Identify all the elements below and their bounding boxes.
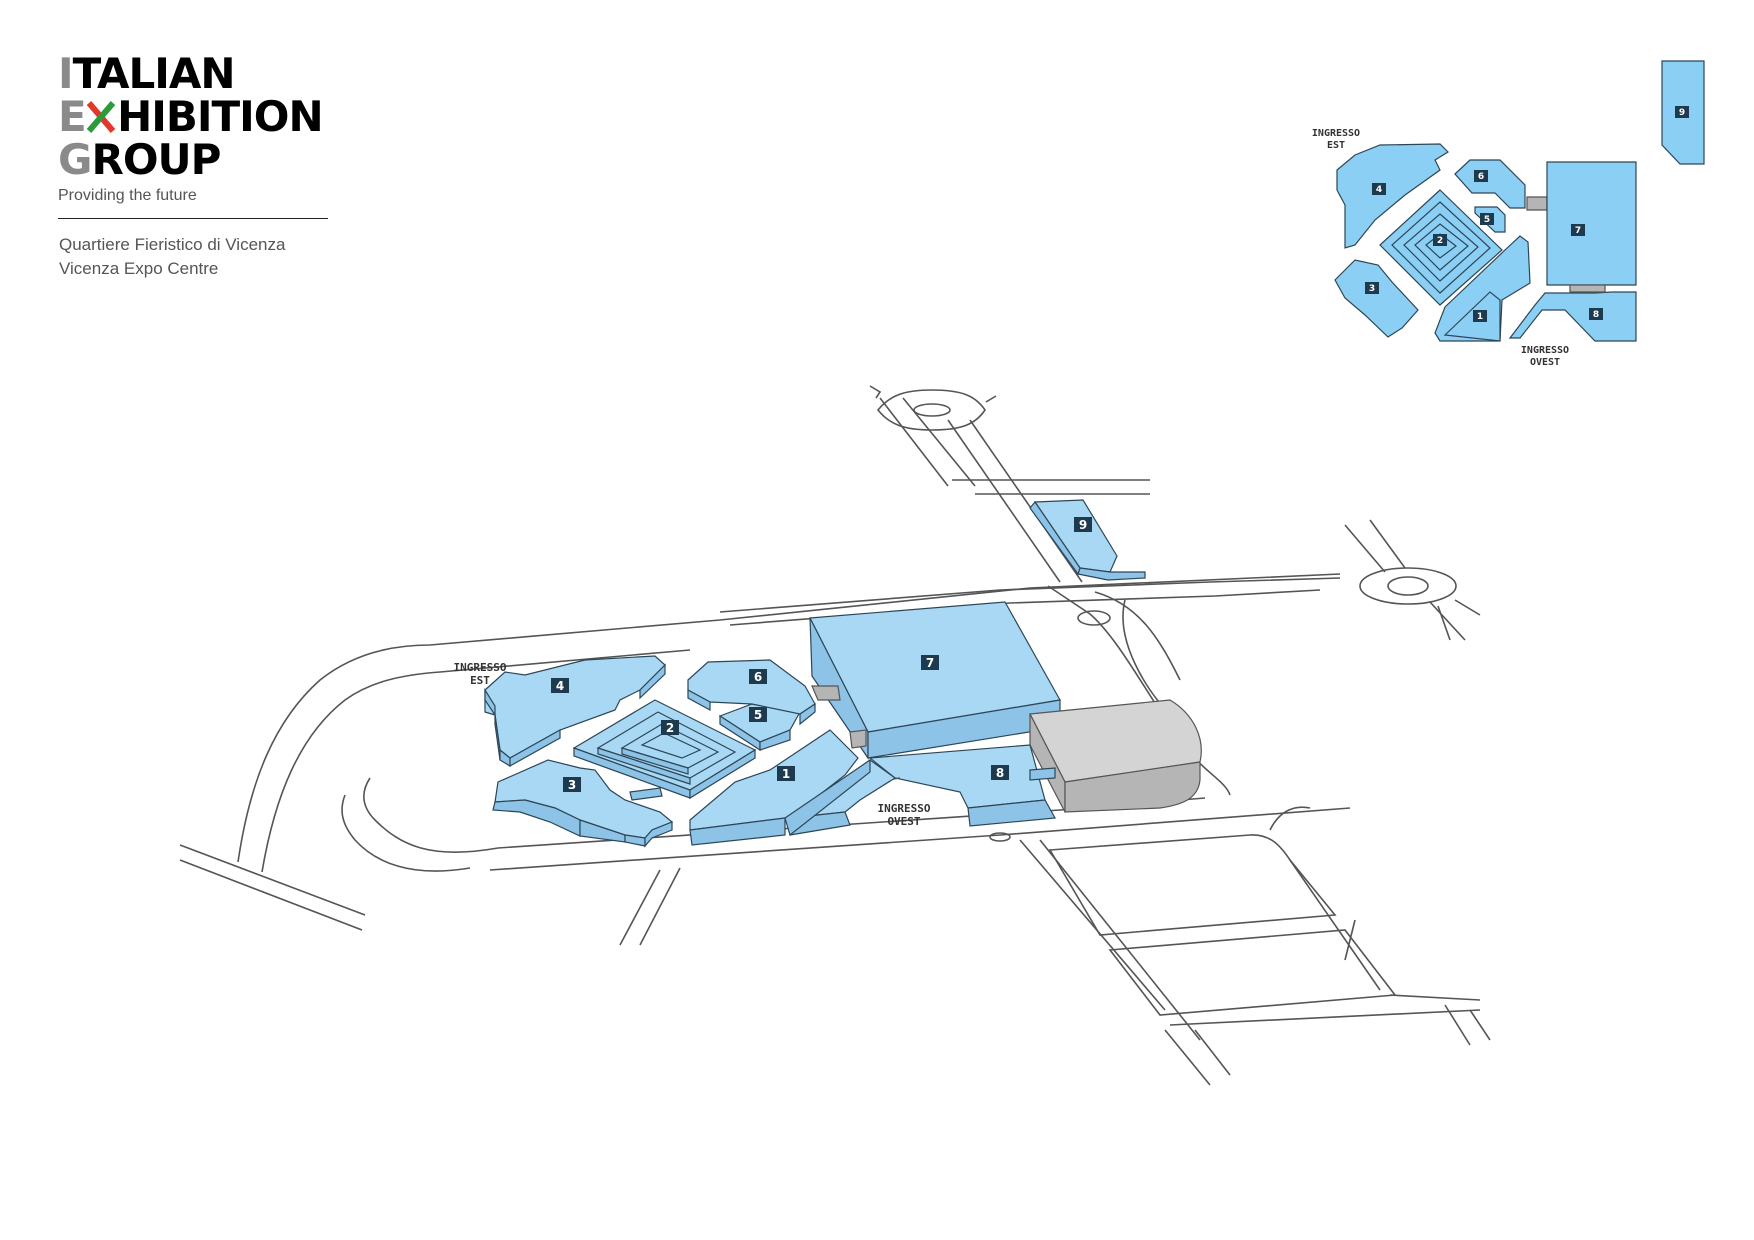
company-logo: ITALIAN EXHIBITION GROUP Providing the f… <box>58 52 358 205</box>
inset-hall-3[interactable]: 3 <box>1334 259 1419 338</box>
hall-5-label: 5 <box>754 708 762 722</box>
svg-text:4: 4 <box>1376 185 1382 195</box>
svg-text:INGRESSO: INGRESSO <box>1521 345 1569 356</box>
hall-6[interactable]: 6 <box>687 659 816 726</box>
entrance-west-line2: OVEST <box>887 815 920 828</box>
inset-connector <box>1526 196 1548 211</box>
inset-hall-2[interactable]: 2 <box>1379 189 1503 306</box>
logo-line-exhibition: EXHIBITION <box>58 92 324 141</box>
road-network <box>179 385 1491 1086</box>
inset-connector-8 <box>1569 284 1606 293</box>
svg-text:OVEST: OVEST <box>1530 357 1560 368</box>
entrance-east-label: INGRESSO EST <box>454 661 507 687</box>
hall-8[interactable]: 8 <box>868 744 1056 827</box>
svg-text:8: 8 <box>1593 310 1599 320</box>
hall-5[interactable]: 5 <box>718 703 801 752</box>
header-divider <box>58 218 328 219</box>
svg-text:EST: EST <box>1327 140 1345 151</box>
svg-text:6: 6 <box>1478 172 1484 182</box>
inset-hall-8[interactable]: 8 <box>1508 291 1637 342</box>
entrance-east-line2: EST <box>470 674 490 687</box>
hall-3-label: 3 <box>568 778 576 792</box>
svg-text:9: 9 <box>1679 108 1685 118</box>
logo-x-mark: X <box>86 95 117 138</box>
entrance-west-line1: INGRESSO <box>878 802 931 815</box>
inset-hall-6[interactable]: 6 <box>1454 159 1526 209</box>
venue-name-italian: Quartiere Fieristico di Vicenza <box>59 235 286 254</box>
inset-hall-5[interactable]: 5 <box>1474 206 1506 233</box>
hall-9-label: 9 <box>1079 518 1087 532</box>
hall-4[interactable]: 4 <box>484 655 666 768</box>
logo-line-italian: ITALIAN <box>58 49 236 98</box>
hall-6-label: 6 <box>754 670 762 684</box>
inset-entrance-west: INGRESSO OVEST <box>1521 345 1569 368</box>
hall-4-label: 4 <box>556 679 564 693</box>
connector-7-5 <box>811 685 841 701</box>
inset-hall-1[interactable]: 1 <box>1434 235 1531 342</box>
inset-hall-4[interactable]: 4 <box>1336 143 1449 249</box>
svg-text:7: 7 <box>1575 226 1581 236</box>
hall-2-label: 2 <box>666 721 674 735</box>
hall-1-label: 1 <box>782 767 790 781</box>
hall-2[interactable]: 2 <box>572 699 757 800</box>
svg-text:5: 5 <box>1484 215 1490 225</box>
svg-text:2: 2 <box>1437 236 1443 246</box>
venue-name-english: Vicenza Expo Centre <box>59 259 219 278</box>
svg-text:3: 3 <box>1369 284 1375 294</box>
hall-7[interactable]: 7 <box>809 601 1061 760</box>
entrance-west-label: INGRESSO OVEST <box>878 802 931 828</box>
logo-line-group: GROUP <box>58 135 221 184</box>
hall-7-label: 7 <box>926 656 934 670</box>
existing-building <box>1029 699 1202 813</box>
entrance-east-line1: INGRESSO <box>454 661 507 674</box>
hall-9[interactable]: 9 <box>1029 499 1146 581</box>
inset-entrance-east: INGRESSO EST <box>1312 128 1360 151</box>
hall-1[interactable]: 1 <box>689 729 897 846</box>
hall-8-label: 8 <box>996 766 1004 780</box>
svg-text:INGRESSO: INGRESSO <box>1312 128 1360 139</box>
brand-tagline: Providing the future <box>58 187 197 204</box>
connector-7-1 <box>849 729 867 749</box>
venue-name: Quartiere Fieristico di Vicenza Vicenza … <box>59 233 285 281</box>
inset-map: 9 4 6 2 5 <box>1312 60 1705 368</box>
hall-3[interactable]: 3 <box>492 759 674 848</box>
svg-text:1: 1 <box>1477 312 1483 322</box>
inset-hall-7[interactable]: 7 <box>1546 161 1637 286</box>
inset-hall-9[interactable]: 9 <box>1661 60 1705 165</box>
